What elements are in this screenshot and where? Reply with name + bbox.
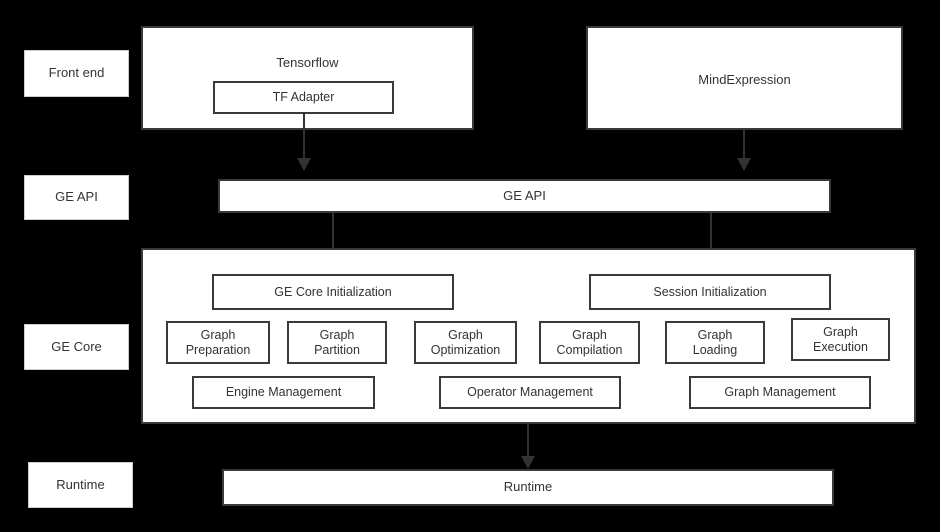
operator-management-box: Operator Management [439, 376, 621, 409]
engine-management-box: Engine Management [192, 376, 375, 409]
connector-mindexpression-geapi [743, 130, 745, 163]
layer-label-front-end: Front end [24, 50, 129, 97]
graph-loading-box: Graph Loading [665, 321, 765, 364]
tensorflow-label: Tensorflow [276, 55, 339, 70]
layer-label-runtime: Runtime [28, 462, 133, 508]
graph-partition-box: Graph Partition [287, 321, 387, 364]
mindexpression-label: MindExpression [698, 72, 791, 87]
graph-compilation-box: Graph Compilation [539, 321, 640, 364]
graph-optimization-box: Graph Optimization [414, 321, 517, 364]
layer-label-ge-core: GE Core [24, 324, 129, 370]
layer-label-ge-api: GE API [24, 175, 129, 220]
arrowhead-gecore-runtime [521, 456, 535, 469]
connector-gecore-runtime [527, 424, 529, 459]
arrowhead-tfadapter-geapi [297, 158, 311, 171]
graph-management-box: Graph Management [689, 376, 871, 409]
tensorflow-panel: Tensorflow [141, 26, 474, 130]
connector-geapi-sessioninit [710, 213, 712, 261]
tf-adapter-box: TF Adapter [213, 81, 394, 114]
runtime-bar: Runtime [222, 469, 834, 506]
ge-api-bar: GE API [218, 179, 831, 213]
graph-execution-box: Graph Execution [791, 318, 890, 361]
session-initialization-box: Session Initialization [589, 274, 831, 310]
ge-core-initialization-box: GE Core Initialization [212, 274, 454, 310]
connector-tfadapter-geapi [303, 113, 305, 162]
mindexpression-panel: MindExpression [586, 26, 903, 130]
arrowhead-mindexpression-geapi [737, 158, 751, 171]
graph-preparation-box: Graph Preparation [166, 321, 270, 364]
connector-geapi-gecoreinit [332, 213, 334, 261]
